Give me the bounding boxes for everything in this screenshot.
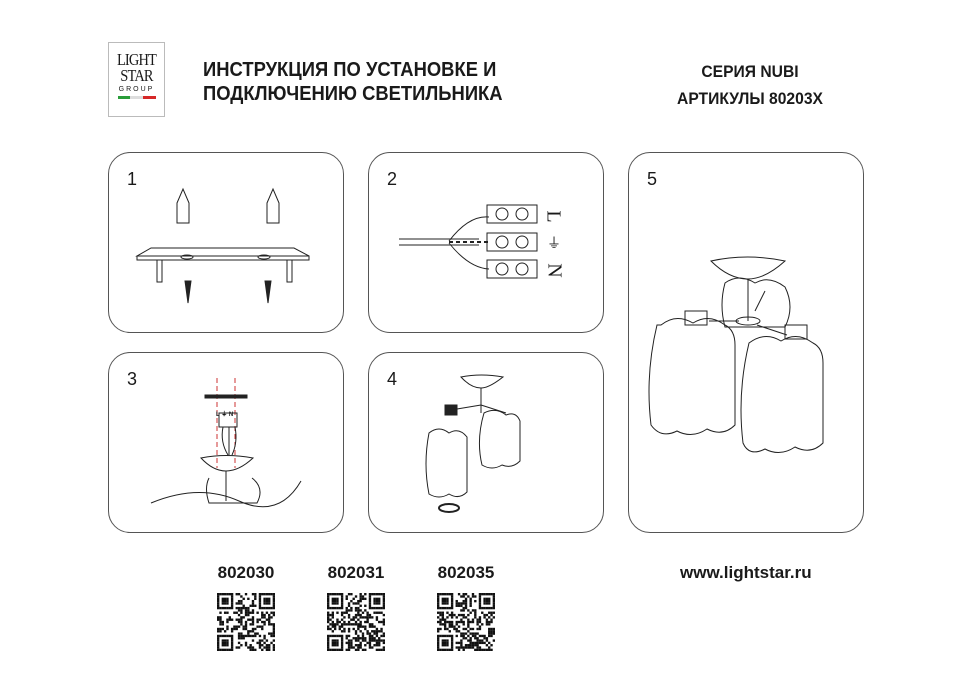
- assembled-chandelier-illustration: [648, 256, 824, 453]
- step-4-panel: 4: [368, 352, 604, 533]
- live-label: L: [542, 210, 565, 223]
- title-line: ПОДКЛЮЧЕНИЮ СВЕТИЛЬНИКА: [203, 83, 503, 105]
- product-802030: 802030: [217, 563, 276, 656]
- step-number: 3: [127, 369, 138, 389]
- step-5-panel: 5: [628, 152, 864, 533]
- series-name: СЕРИЯ NUBI: [701, 62, 799, 81]
- title-line: ИНСТРУКЦИЯ ПО УСТАНОВКЕ И: [203, 59, 497, 81]
- step-number: 1: [127, 169, 138, 189]
- qr-code-icon[interactable]: [437, 593, 496, 652]
- step-number: 2: [387, 169, 398, 189]
- logo-text: LIGHT: [116, 50, 157, 69]
- page-title: ИНСТРУКЦИЯ ПО УСТАНОВКЕ И ПОДКЛЮЧЕНИЮ СВ…: [203, 58, 503, 106]
- qr-code-icon[interactable]: [327, 593, 386, 652]
- lamp-shade-assembly-illustration: [425, 374, 521, 513]
- product-code: 802031: [327, 563, 385, 582]
- neutral-label: N: [543, 263, 566, 278]
- terminal-label: L ⏚ N: [216, 412, 234, 418]
- terminal-block-wiring-illustration: [399, 204, 538, 279]
- step-3-panel: 3 L ⏚ N: [108, 352, 344, 533]
- ceiling-mounting-illustration: [150, 378, 302, 508]
- mounting-bracket-illustration: [135, 187, 310, 304]
- logo-text: STAR: [120, 66, 153, 85]
- step-1-panel: 1: [108, 152, 344, 333]
- website-link[interactable]: www.lightstar.ru: [680, 563, 812, 582]
- step-number: 4: [387, 369, 398, 389]
- product-code: 802035: [437, 563, 495, 582]
- ground-icon: ⏚: [547, 235, 561, 251]
- qr-code-icon[interactable]: [217, 593, 276, 652]
- logo-text: GROUP: [118, 86, 155, 93]
- article-numbers: АРТИКУЛЫ 80203X: [677, 89, 823, 108]
- product-code: 802030: [217, 563, 275, 582]
- product-802035: 802035: [437, 563, 496, 656]
- series-info: СЕРИЯ NUBI АРТИКУЛЫ 80203X: [649, 58, 851, 112]
- lightstar-logo: LIGHT STAR GROUP: [108, 42, 165, 117]
- step-number: 5: [647, 169, 658, 189]
- product-802031: 802031: [327, 563, 386, 656]
- step-2-panel: 2 L ⏚ N: [368, 152, 604, 333]
- italian-flag-stripe: [117, 96, 156, 99]
